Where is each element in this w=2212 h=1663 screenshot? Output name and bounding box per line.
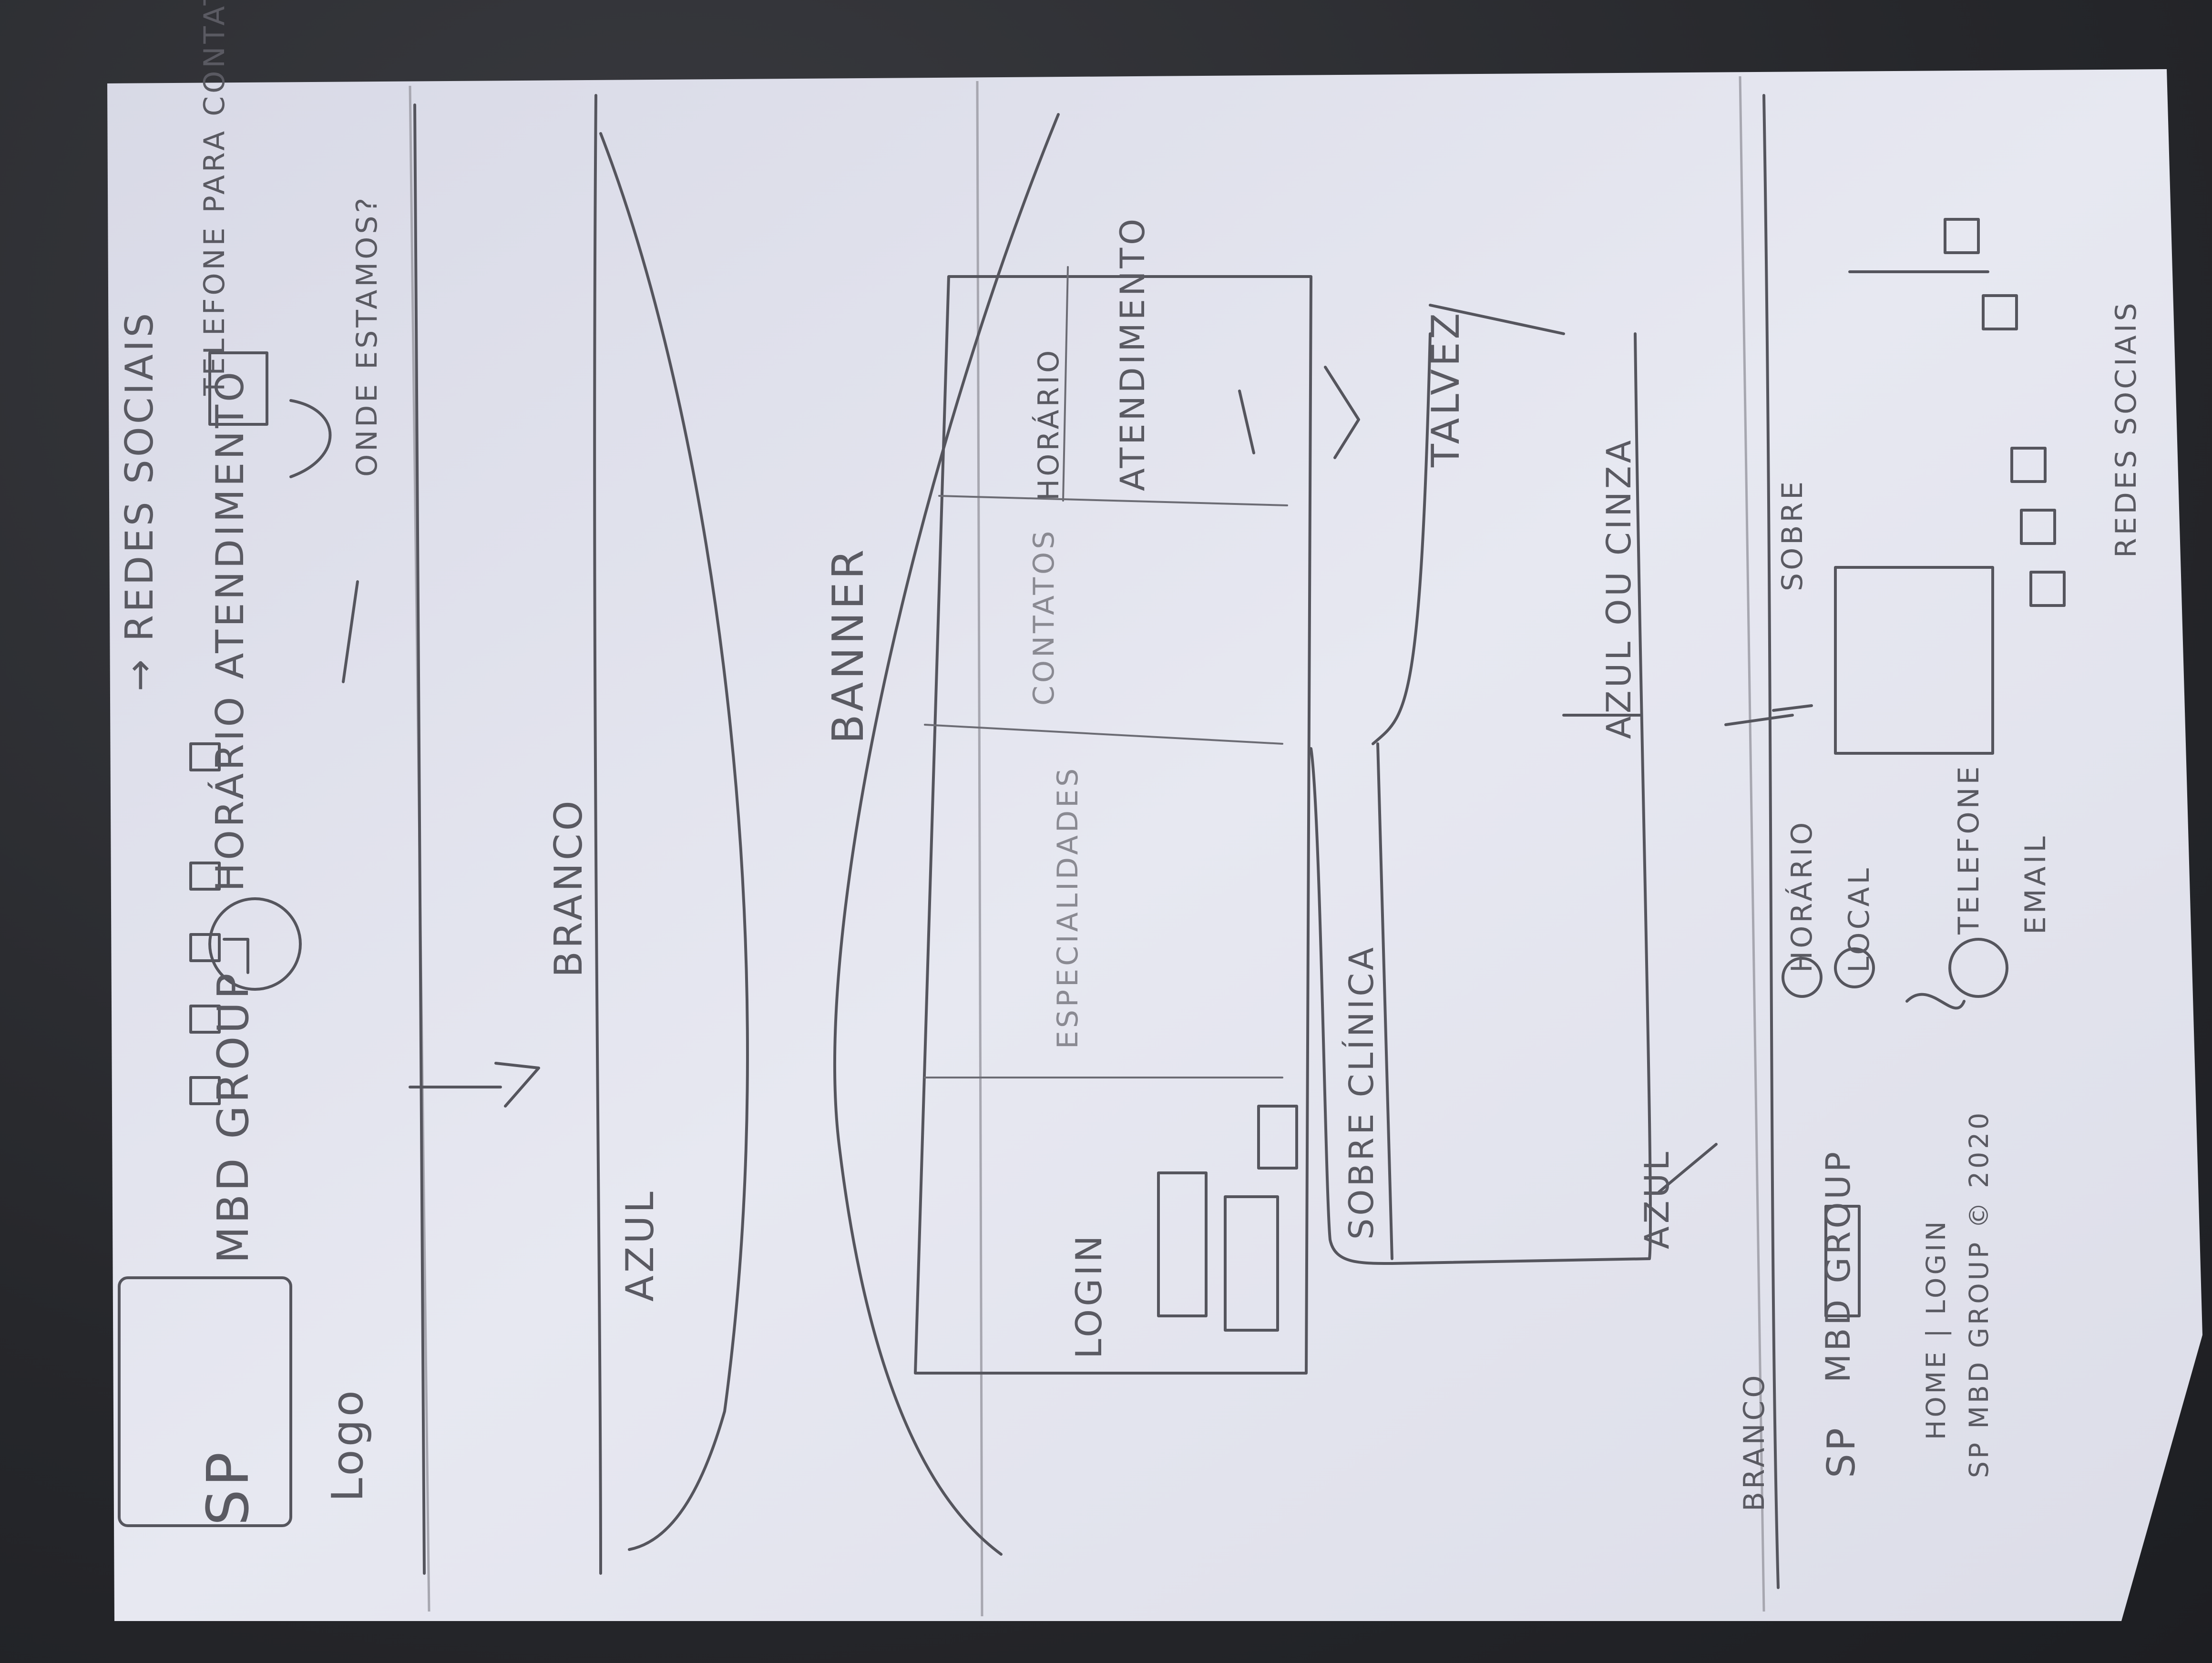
service-label: ATENDIMENTO [1113, 216, 1152, 491]
paper-sheet [107, 69, 2202, 1621]
footer-copyright: SP MBD GROUP © 2020 [1964, 1110, 1994, 1478]
footer-about: SOBRE [1776, 479, 1809, 591]
footer-info-email: EMAIL [2019, 833, 2052, 934]
banner-label: BANNER [823, 547, 873, 744]
maybe-note: TALVEZ [1423, 310, 1468, 468]
social-top-label: → REDES SOCIAIS [117, 310, 162, 691]
about-clinic-label: SOBRE CLÍNICA [1342, 944, 1381, 1240]
footer-white-note: BRANCO [1738, 1373, 1771, 1511]
section-hours-label: HORÁRIO [1032, 348, 1065, 501]
footer-social: REDES SOCIAIS [2110, 300, 2143, 558]
contacts-label: CONTATOS [1027, 528, 1061, 706]
blue-or-gray-note: AZUL OU CINZA [1599, 437, 1639, 739]
header-white-label: BRANCO [546, 798, 591, 977]
logo-label: Logo [323, 1387, 373, 1502]
footer-brand-sp: SP [1819, 1425, 1864, 1478]
footer-info-location: LOCAL [1843, 865, 1876, 973]
location-label: ONDE ESTAMOS? [350, 195, 384, 477]
header-blue-label: AZUL [618, 1189, 662, 1302]
footer-info-phone: TELEFONE [1952, 764, 1986, 935]
footer-blue-note: AZUL [1638, 1149, 1677, 1249]
specialties-label: ESPECIALIDADES [1051, 766, 1085, 1049]
phone-label: TELEFONE PARA CONTATO [198, 0, 231, 396]
brand-name: MBD GROUP [208, 970, 258, 1263]
login-label: LOGIN [1068, 1233, 1110, 1359]
footer-nav: HOME | LOGIN [1921, 1219, 1952, 1440]
footer-info-hours: HORÁRIO [1785, 820, 1819, 973]
hours-label: HORÁRIO ATENDIMENTO [207, 369, 252, 892]
footer-brand-name: MBD GROUP [1819, 1149, 1858, 1383]
logo-box-text: SP [195, 1449, 262, 1526]
